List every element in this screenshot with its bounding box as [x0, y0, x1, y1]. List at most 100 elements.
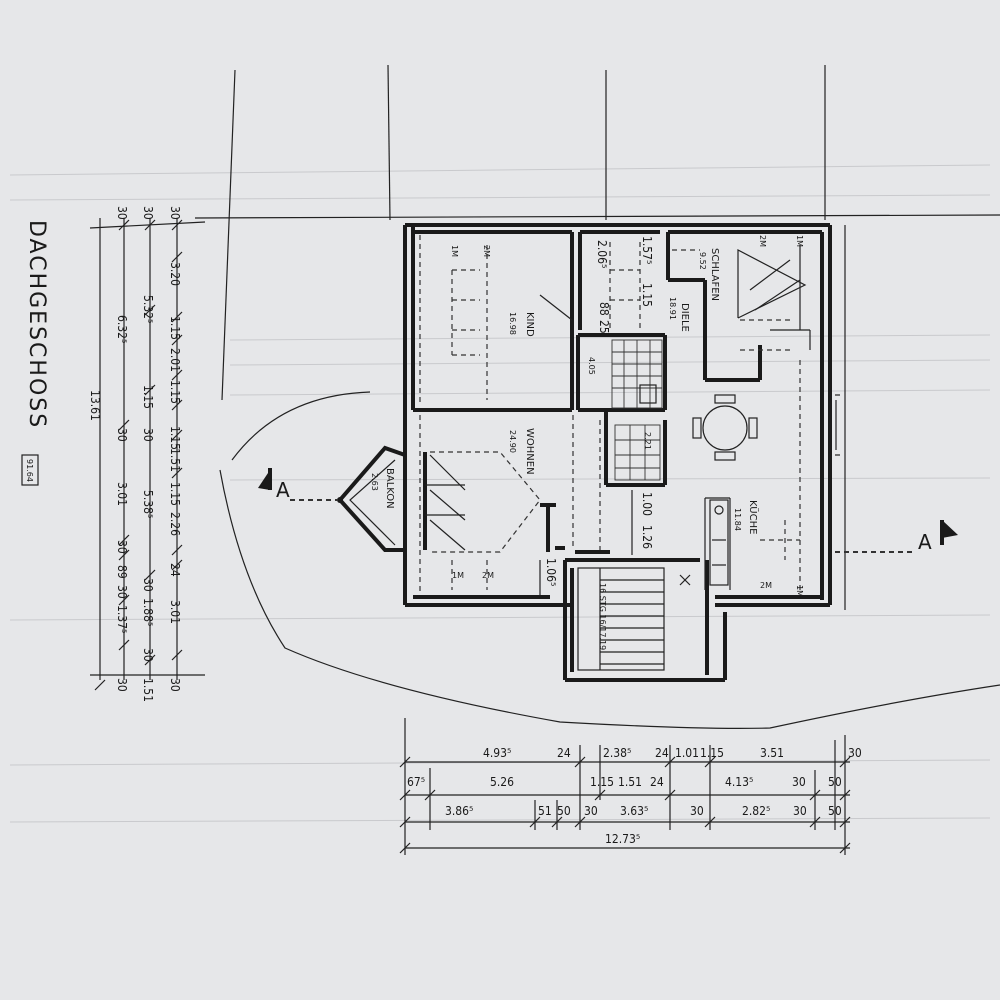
balcony — [337, 445, 541, 553]
ldim3-1: 6.32⁵ — [115, 315, 129, 343]
wall-marks: 1M 2M 1M 2M 2M 1M 2M 1M — [450, 235, 804, 597]
bdim2-1: 5.26 — [490, 775, 514, 789]
ldim3-0: 30 — [115, 206, 129, 220]
bdim1-5: 1.15 — [700, 746, 724, 760]
dining-table — [692, 394, 758, 461]
ldim2-2: 1.15 — [141, 385, 155, 409]
ldim2-6: 1.88⁵ — [141, 598, 155, 626]
bdim3-1: 51 — [538, 804, 552, 818]
mark-1m-kueche: 1M — [795, 585, 804, 597]
mark-2m-kueche: 2M — [760, 581, 772, 590]
room-area-diele: 18.91 — [668, 297, 677, 320]
bdim3-0: 3.86⁵ — [445, 804, 473, 818]
room-area-bad: 4.05 — [587, 357, 596, 375]
ldim2-0: 30 — [141, 206, 155, 220]
ldim2-5: 30 — [141, 578, 155, 592]
ldim2-7: 30 — [141, 648, 155, 662]
bdim3-4: 3.63⁵ — [620, 804, 648, 818]
bdim2-2: 1.15 — [590, 775, 614, 789]
bdim2-0: 67⁵ — [407, 775, 425, 789]
ldim2-3: 30 — [141, 428, 155, 442]
ldim1-6: 1.15 — [168, 426, 182, 450]
inner-dim-2: 1.57⁵ — [640, 236, 654, 264]
sheet-number: 91.64 — [25, 459, 34, 482]
section-letter-left: A — [276, 478, 290, 502]
ldim1-0: 30 — [168, 206, 182, 220]
dashed-lines — [419, 235, 801, 595]
kitchen-stubs — [704, 245, 811, 590]
bdim2-5: 4.13⁵ — [725, 775, 753, 789]
ldim3-3: 3.01 — [115, 482, 129, 506]
mark-1m-kind: 1M — [450, 245, 459, 257]
inner-dim-8: 1.06⁵ — [544, 558, 558, 586]
mark-1m-wohnen: 1M — [452, 571, 464, 580]
bdim3-5: 30 — [690, 804, 704, 818]
inner-dim-1: 2.06⁵ — [595, 240, 609, 268]
mark-1m-schlafen: 1M — [795, 235, 804, 247]
site-lines — [194, 64, 1000, 729]
ldim1-7: 1.51 — [168, 448, 182, 472]
section-marker-left: A — [258, 468, 338, 502]
ldim2-8: 1.51 — [141, 678, 155, 702]
bottom-dimensions — [399, 718, 851, 855]
staircase — [577, 567, 691, 671]
ldim3-5: 89 — [115, 565, 129, 579]
bdim1-0: 4.93⁵ — [483, 746, 511, 760]
ldim1-12: 30 — [168, 678, 182, 692]
bdim2-6: 30 — [792, 775, 806, 789]
bdim1-6: 3.51 — [760, 746, 784, 760]
ldim1-1: 3.20 — [168, 262, 182, 286]
bdim2-4: 24 — [650, 775, 664, 789]
bdim3-3: 30 — [584, 804, 598, 818]
room-area-kind: 16.98 — [508, 312, 517, 335]
bdim3-6: 2.82⁵ — [742, 804, 770, 818]
sheet-number-box: 91.64 — [21, 454, 39, 486]
bdim3-8: 50 — [828, 804, 842, 818]
bdim2-7: 50 — [828, 775, 842, 789]
inner-dimensions: 2.06⁵ 1.57⁵ 1.15 88 25 1.00 1.26 1.06⁵ — [539, 236, 654, 595]
room-area-wohnen: 24.90 — [508, 430, 517, 453]
room-name-wohnen: WOHNEN — [524, 428, 535, 475]
bottom-dim-labels: 4.93⁵ 24 2.38⁵ 24 1.01 1.15 3.51 30 67⁵ … — [407, 746, 862, 846]
room-area-wc: 2.21 — [643, 432, 652, 450]
drawing-title: DACHGESCHOSS — [24, 220, 49, 429]
ldim1-9: 2.26 — [168, 512, 182, 536]
section-marker-right: A — [835, 520, 958, 554]
ldim3-8: 30 — [115, 678, 129, 692]
section-letter-right: A — [918, 530, 932, 554]
left-dim-labels: 13.61 30 6.32⁵ 30 3.01 30 89 30 1.37⁵ 30… — [88, 206, 182, 702]
kitchen-window — [835, 394, 840, 456]
room-area-kueche: 11.84 — [733, 508, 742, 531]
inner-dim-7: 1.26 — [640, 525, 654, 549]
room-area-balkon: 2.63 — [370, 473, 379, 491]
inner-dim-5: 25 — [597, 320, 611, 334]
ldim3-6: 30 — [115, 585, 129, 599]
bdim1-1: 24 — [557, 746, 571, 760]
room-name-schlafen: SCHLAFEN — [709, 248, 720, 301]
ldim1-3: 2.01 — [168, 348, 182, 372]
room-area-schlafen: 9.52 — [698, 252, 707, 270]
room-name-diele: DIELE — [679, 303, 690, 332]
interior-walls — [413, 232, 762, 682]
ldim1-11: 3.01 — [168, 600, 182, 624]
bathroom-fixtures — [611, 339, 663, 481]
room-name-kueche: KÜCHE — [747, 500, 760, 534]
ldim1-10: 24 — [168, 563, 182, 577]
mark-2m-wohnen: 2M — [482, 571, 494, 580]
bdim-total: 12.73⁵ — [605, 832, 640, 846]
ldim1-2: 1.15 — [168, 316, 182, 340]
bdim3-7: 30 — [793, 804, 807, 818]
paper-show-through — [9, 164, 991, 823]
room-name-kind: KIND — [524, 312, 535, 337]
kitchen-counter — [709, 499, 729, 586]
ldim1-4: 1.15 — [168, 380, 182, 404]
ldim-total: 13.61 — [88, 390, 102, 421]
bedroom-slope — [539, 249, 807, 321]
outer-walls — [403, 223, 832, 607]
ldim3-7: 1.37⁵ — [115, 605, 129, 633]
ldim2-4: 5.38⁵ — [141, 490, 155, 518]
ldim1-8: 1.15 — [168, 482, 182, 506]
bdim2-3: 1.51 — [618, 775, 642, 789]
room-name-balkon: BALKON — [384, 468, 395, 509]
